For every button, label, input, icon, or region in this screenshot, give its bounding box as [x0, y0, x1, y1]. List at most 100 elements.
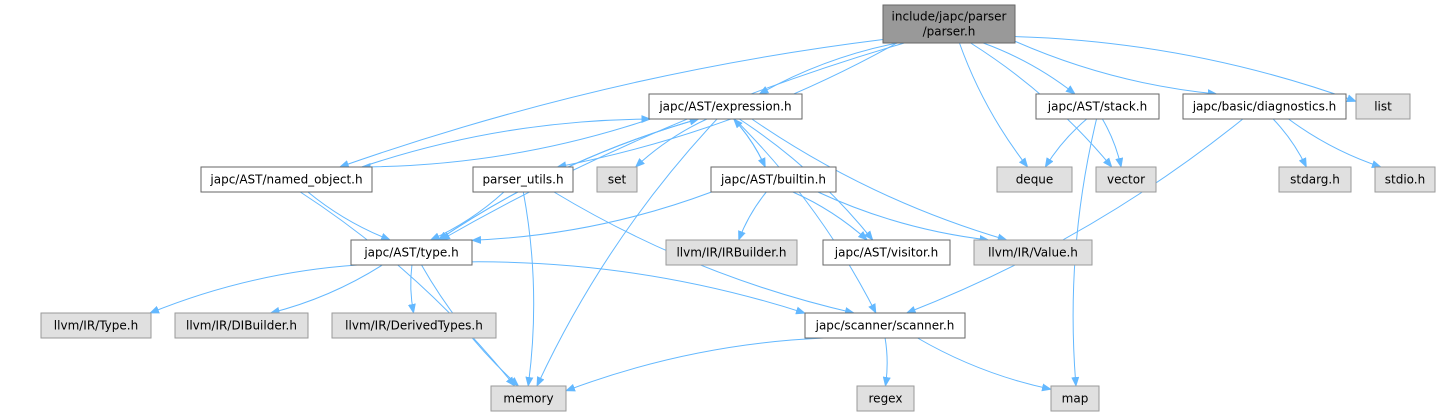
- edge-named_object_h-to-type_h: [307, 191, 392, 241]
- node-label-stdio_h: stdio.h: [1385, 173, 1425, 187]
- node-memory: memory: [490, 385, 567, 412]
- node-label-diagnostics_h: japc/basic/diagnostics.h: [1192, 100, 1337, 114]
- node-box-stdarg_h: [1278, 166, 1352, 193]
- node-box-deque: [996, 166, 1073, 193]
- edge-stack_h-to-vector: [1101, 118, 1124, 168]
- node-builtin_h[interactable]: japc/AST/builtin.h: [710, 166, 837, 193]
- edge-builtin_h-to-value_h: [817, 191, 990, 243]
- node-label-dibuilder_h: llvm/IR/DIBuilder.h: [186, 319, 297, 333]
- node-label-deque: deque: [1016, 173, 1054, 187]
- node-dibuilder_h: llvm/IR/DIBuilder.h: [174, 312, 309, 339]
- node-box-named_object_h: [200, 166, 373, 193]
- edge-named_object_h-to-expression_h: [361, 115, 652, 168]
- edge-type_h-to-dibuilder_h: [269, 264, 383, 315]
- edge-parser_h-to-list: [1014, 36, 1357, 103]
- node-box-set: [596, 166, 638, 193]
- node-box-builtin_h: [710, 166, 837, 193]
- node-parser_utils_h[interactable]: parser_utils.h: [472, 166, 574, 193]
- node-label-expression_h: japc/AST/expression.h: [658, 100, 791, 114]
- node-box-irbuilder_h: [665, 239, 798, 266]
- edge-expression_h-to-named_object_h: [360, 118, 651, 171]
- node-layer: include/japc/parser/parser.h japc/AST/exp…: [40, 4, 1436, 412]
- node-box-expression_h: [648, 93, 803, 120]
- node-box-stdio_h: [1374, 166, 1436, 193]
- edge-builtin_h-to-irbuilder_h: [738, 191, 767, 241]
- node-box-value_h: [973, 239, 1093, 266]
- node-label-named_object_h: japc/AST/named_object.h: [209, 173, 362, 187]
- node-label-visitor_h: japc/AST/visitor.h: [834, 246, 938, 260]
- node-label-stack_h: japc/AST/stack.h: [1047, 100, 1147, 114]
- node-box-regex: [856, 385, 915, 412]
- node-stack_h[interactable]: japc/AST/stack.h: [1035, 93, 1160, 120]
- node-label-memory: memory: [503, 392, 553, 406]
- edge-type_h-to-derivedtypes_h: [407, 264, 416, 314]
- node-irtype_h: llvm/IR/Type.h: [40, 312, 152, 339]
- node-label-builtin_h: japc/AST/builtin.h: [720, 173, 826, 187]
- node-label-list: list: [1374, 100, 1392, 114]
- node-box-derivedtypes_h: [331, 312, 497, 339]
- edge-diagnostics_h-to-stdarg_h: [1272, 118, 1307, 168]
- node-label-vector: vector: [1107, 173, 1145, 187]
- node-vector: vector: [1095, 166, 1157, 193]
- node-label-value_h: llvm/IR/Value.h: [988, 246, 1078, 260]
- node-box-parser_h: [882, 4, 1016, 44]
- node-label-parser_h: /parser.h: [923, 25, 976, 39]
- node-irbuilder_h: llvm/IR/IRBuilder.h: [665, 239, 798, 266]
- edge-builtin_h-to-expression_h: [733, 118, 766, 168]
- node-label-stdarg_h: stdarg.h: [1290, 173, 1340, 187]
- node-parser_h[interactable]: include/japc/parser/parser.h: [882, 4, 1016, 44]
- node-box-stack_h: [1035, 93, 1160, 120]
- edge-parser_h-to-type_h: [440, 42, 905, 241]
- edge-parser_utils_h-to-type_h: [429, 191, 505, 241]
- edge-expression_h-to-value_h: [751, 118, 1008, 242]
- node-value_h: llvm/IR/Value.h: [973, 239, 1093, 266]
- node-set: set: [596, 166, 638, 193]
- node-label-parser_utils_h: parser_utils.h: [482, 173, 563, 187]
- node-named_object_h[interactable]: japc/AST/named_object.h: [200, 166, 373, 193]
- node-box-scanner_h: [804, 312, 966, 339]
- edge-named_object_h-to-memory: [300, 191, 516, 387]
- node-list: list: [1355, 93, 1411, 120]
- node-map: map: [1050, 385, 1100, 412]
- edge-parser_h-to-stack_h: [983, 42, 1076, 95]
- node-box-dibuilder_h: [174, 312, 309, 339]
- node-visitor_h[interactable]: japc/AST/visitor.h: [822, 239, 951, 266]
- node-box-type_h: [350, 239, 473, 266]
- node-box-list: [1355, 93, 1411, 120]
- node-expression_h[interactable]: japc/AST/expression.h: [648, 93, 803, 120]
- node-stdio_h: stdio.h: [1374, 166, 1436, 193]
- node-deque: deque: [996, 166, 1073, 193]
- edge-type_h-to-scanner_h: [471, 261, 806, 315]
- node-label-regex: regex: [869, 392, 903, 406]
- node-label-scanner_h: japc/scanner/scanner.h: [815, 319, 955, 333]
- edge-parser_h-to-named_object_h: [338, 38, 884, 168]
- node-regex: regex: [856, 385, 915, 412]
- edge-parser_h-to-diagnostics_h: [1014, 40, 1218, 98]
- edge-expression_h-to-scanner_h: [734, 118, 877, 314]
- edge-type_h-to-irtype_h: [149, 264, 358, 314]
- node-box-map: [1050, 385, 1100, 412]
- node-box-vector: [1095, 166, 1157, 193]
- node-label-irbuilder_h: llvm/IR/IRBuilder.h: [676, 246, 786, 260]
- node-label-type_h: japc/AST/type.h: [363, 246, 458, 260]
- node-label-parser_h: include/japc/parser: [892, 10, 1007, 24]
- node-type_h[interactable]: japc/AST/type.h: [350, 239, 473, 266]
- edge-builtin_h-to-visitor_h: [792, 191, 868, 241]
- edge-diagnostics_h-to-scanner_h: [905, 118, 1244, 314]
- node-label-set: set: [608, 173, 627, 187]
- node-diagnostics_h[interactable]: japc/basic/diagnostics.h: [1182, 93, 1347, 120]
- node-derivedtypes_h: llvm/IR/DerivedTypes.h: [331, 312, 497, 339]
- node-box-visitor_h: [822, 239, 951, 266]
- edge-parser_h-to-expression_h: [758, 42, 898, 95]
- node-box-diagnostics_h: [1182, 93, 1347, 120]
- edge-parser_h-to-deque: [958, 42, 1029, 168]
- edge-expression_h-to-memory: [536, 118, 718, 387]
- edge-scanner_h-to-map: [917, 337, 1052, 392]
- edge-scanner_h-to-memory: [565, 337, 824, 392]
- edge-stack_h-to-deque: [1044, 118, 1088, 168]
- edge-diagnostics_h-to-stdio_h: [1288, 118, 1382, 168]
- node-label-irtype_h: llvm/IR/Type.h: [54, 319, 138, 333]
- node-box-irtype_h: [40, 312, 152, 339]
- node-scanner_h[interactable]: japc/scanner/scanner.h: [804, 312, 966, 339]
